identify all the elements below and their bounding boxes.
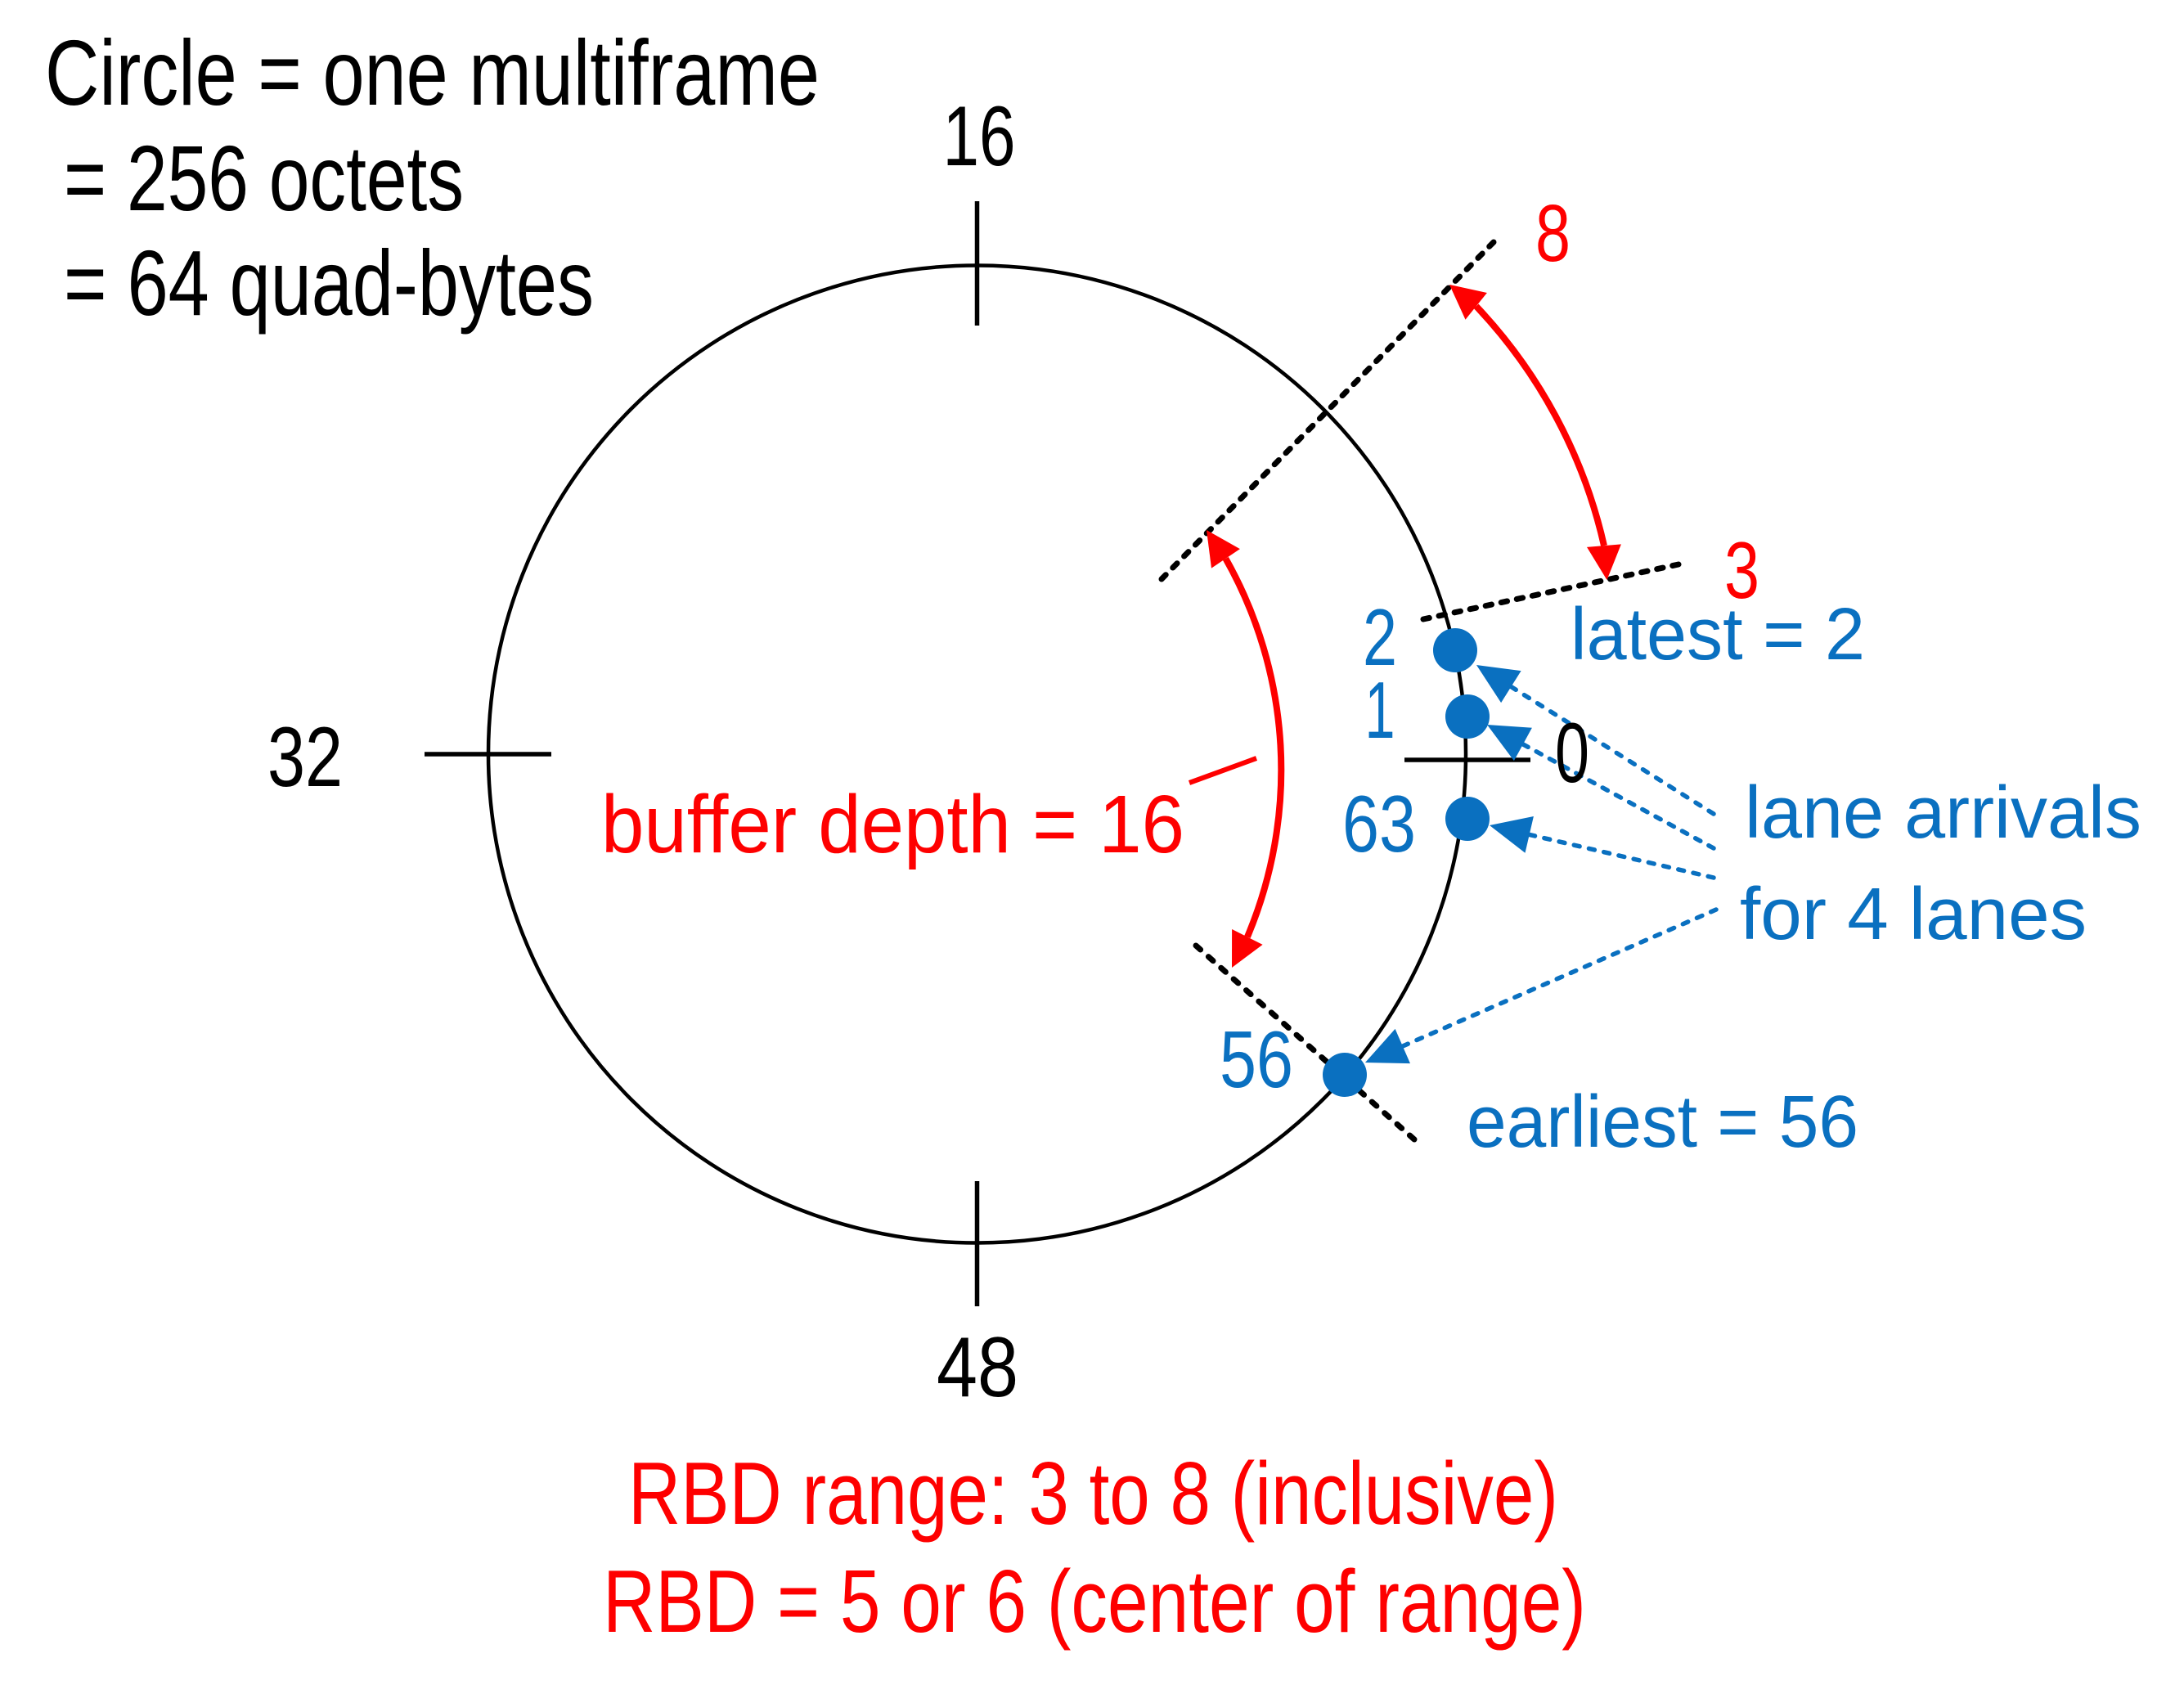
svg-text:32: 32: [267, 710, 343, 805]
svg-text:buffer depth = 16: buffer depth = 16: [601, 779, 1184, 870]
svg-text:56: 56: [1220, 1014, 1293, 1104]
svg-text:for 4 lanes: for 4 lanes: [1740, 874, 2087, 955]
svg-text:Circle = one multiframe: Circle = one multiframe: [45, 21, 820, 124]
svg-text:0: 0: [1555, 706, 1589, 801]
svg-text:2: 2: [1363, 592, 1397, 682]
svg-text:1: 1: [1365, 665, 1395, 755]
svg-text:latest = 2: latest = 2: [1571, 594, 1865, 676]
svg-text:= 64 quad-bytes: = 64 quad-bytes: [64, 231, 594, 335]
svg-text:16: 16: [943, 89, 1016, 184]
svg-text:48: 48: [937, 1320, 1018, 1415]
svg-text:RBD = 5 or 6 (center of range): RBD = 5 or 6 (center of range): [603, 1552, 1586, 1651]
svg-text:3: 3: [1724, 525, 1759, 615]
svg-text:RBD range: 3 to 8 (inclusive): RBD range: 3 to 8 (inclusive): [628, 1444, 1558, 1543]
svg-text:= 256 octets: = 256 octets: [64, 127, 464, 230]
svg-text:8: 8: [1535, 188, 1571, 278]
svg-text:lane arrivals: lane arrivals: [1745, 772, 2141, 854]
svg-text:63: 63: [1342, 779, 1416, 869]
svg-text:earliest = 56: earliest = 56: [1467, 1081, 1858, 1163]
